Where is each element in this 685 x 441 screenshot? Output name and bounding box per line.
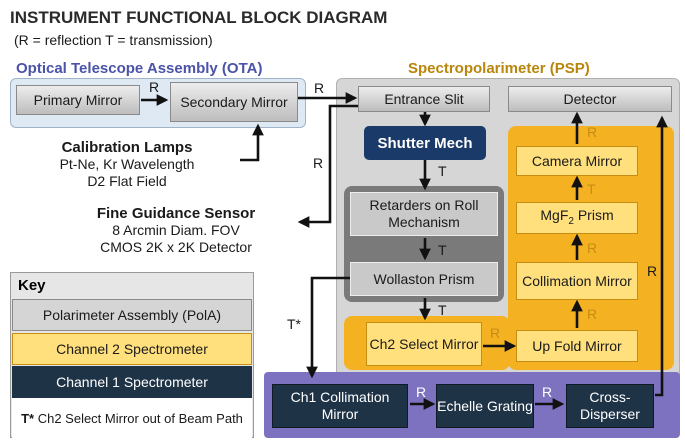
key-tstar-mark: T* — [21, 410, 35, 426]
page-title: INSTRUMENT FUNCTIONAL BLOCK DIAGRAM — [10, 8, 388, 27]
ota-region-label: Optical Telescope Assembly (OTA) — [16, 60, 263, 77]
fgs-detector: CMOS 2K x 2K Detector — [100, 238, 252, 255]
wollaston-ch1-tstar-label: T* — [287, 316, 301, 332]
upfold-collimation-r-label: R — [587, 306, 598, 322]
secondary-slit-r-label: R — [314, 80, 325, 96]
retarders-wollaston-t-label: T — [438, 242, 447, 258]
mgf2-prism-label: MgF2 Prism — [540, 206, 614, 227]
crossdisperser-detector-r-label: R — [647, 263, 658, 279]
collimation-mirror-block: Collimation Mirror — [516, 262, 638, 300]
entrance-slit-block: Entrance Slit — [358, 86, 490, 112]
camera-mirror-block: Camera Mirror — [516, 146, 638, 176]
key-tstar-note: T* Ch2 Select Mirror out of Beam Path — [12, 398, 252, 438]
shutter-mech-block: Shutter Mech — [364, 126, 486, 160]
slit-fgs-r-label: R — [313, 155, 324, 171]
psp-region-label: Spectropolarimeter (PSP) — [408, 60, 590, 77]
detector-block: Detector — [508, 86, 672, 112]
ch2-select-mirror-block: Ch2 Select Mirror — [366, 322, 482, 366]
secondary-mirror-block: Secondary Mirror — [170, 82, 298, 122]
calibration-lamps-flat-field: D2 Flat Field — [87, 172, 167, 189]
up-fold-mirror-block: Up Fold Mirror — [516, 330, 638, 362]
primary-secondary-r-label: R — [149, 79, 160, 95]
ch1-collimation-mirror-block: Ch1 Collimation Mirror — [272, 384, 408, 428]
ch2-upfold-r-label: R — [490, 325, 501, 341]
camera-detector-r-label: R — [587, 124, 598, 140]
shutter-retarders-t-label: T — [438, 163, 447, 179]
wollaston-prism-block: Wollaston Prism — [350, 262, 498, 296]
collimation-mgf2-r-label: R — [587, 240, 598, 256]
primary-mirror-block: Primary Mirror — [16, 85, 140, 115]
key-tstar-text: Ch2 Select Mirror out of Beam Path — [34, 410, 243, 426]
ch1-echelle-r-label: R — [416, 384, 427, 400]
calibration-lamps-wavelength: Pt-Ne, Kr Wavelength — [59, 155, 195, 172]
mgf2-prism-block: MgF2 Prism — [516, 202, 638, 234]
fgs-fov: 8 Arcmin Diam. FOV — [112, 221, 240, 238]
echelle-crossdisperser-r-label: R — [542, 384, 553, 400]
wollaston-ch2-t-label: T — [438, 302, 447, 318]
cross-disperser-block: Cross-Disperser — [566, 384, 654, 428]
retarders-block: Retarders on Roll Mechanism — [350, 192, 498, 236]
calibration-lamps-title: Calibration Lamps — [61, 138, 193, 156]
echelle-grating-block: Echelle Grating — [436, 384, 534, 428]
key-title: Key — [18, 277, 46, 294]
fgs-title: Fine Guidance Sensor — [96, 204, 256, 222]
key-channel2-spectrometer: Channel 2 Spectrometer — [12, 333, 252, 365]
key-channel1-spectrometer: Channel 1 Spectrometer — [12, 366, 252, 398]
mgf2-camera-t-label: T — [587, 181, 596, 197]
calibration-lamps-block: Calibration Lamps Pt-Ne, Kr Wavelength D… — [14, 136, 240, 192]
page-subtitle: (R = reflection T = transmission) — [14, 32, 213, 48]
fine-guidance-sensor-block: Fine Guidance Sensor 8 Arcmin Diam. FOV … — [56, 200, 296, 260]
key-polarimeter-assembly: Polarimeter Assembly (PolA) — [12, 299, 252, 331]
